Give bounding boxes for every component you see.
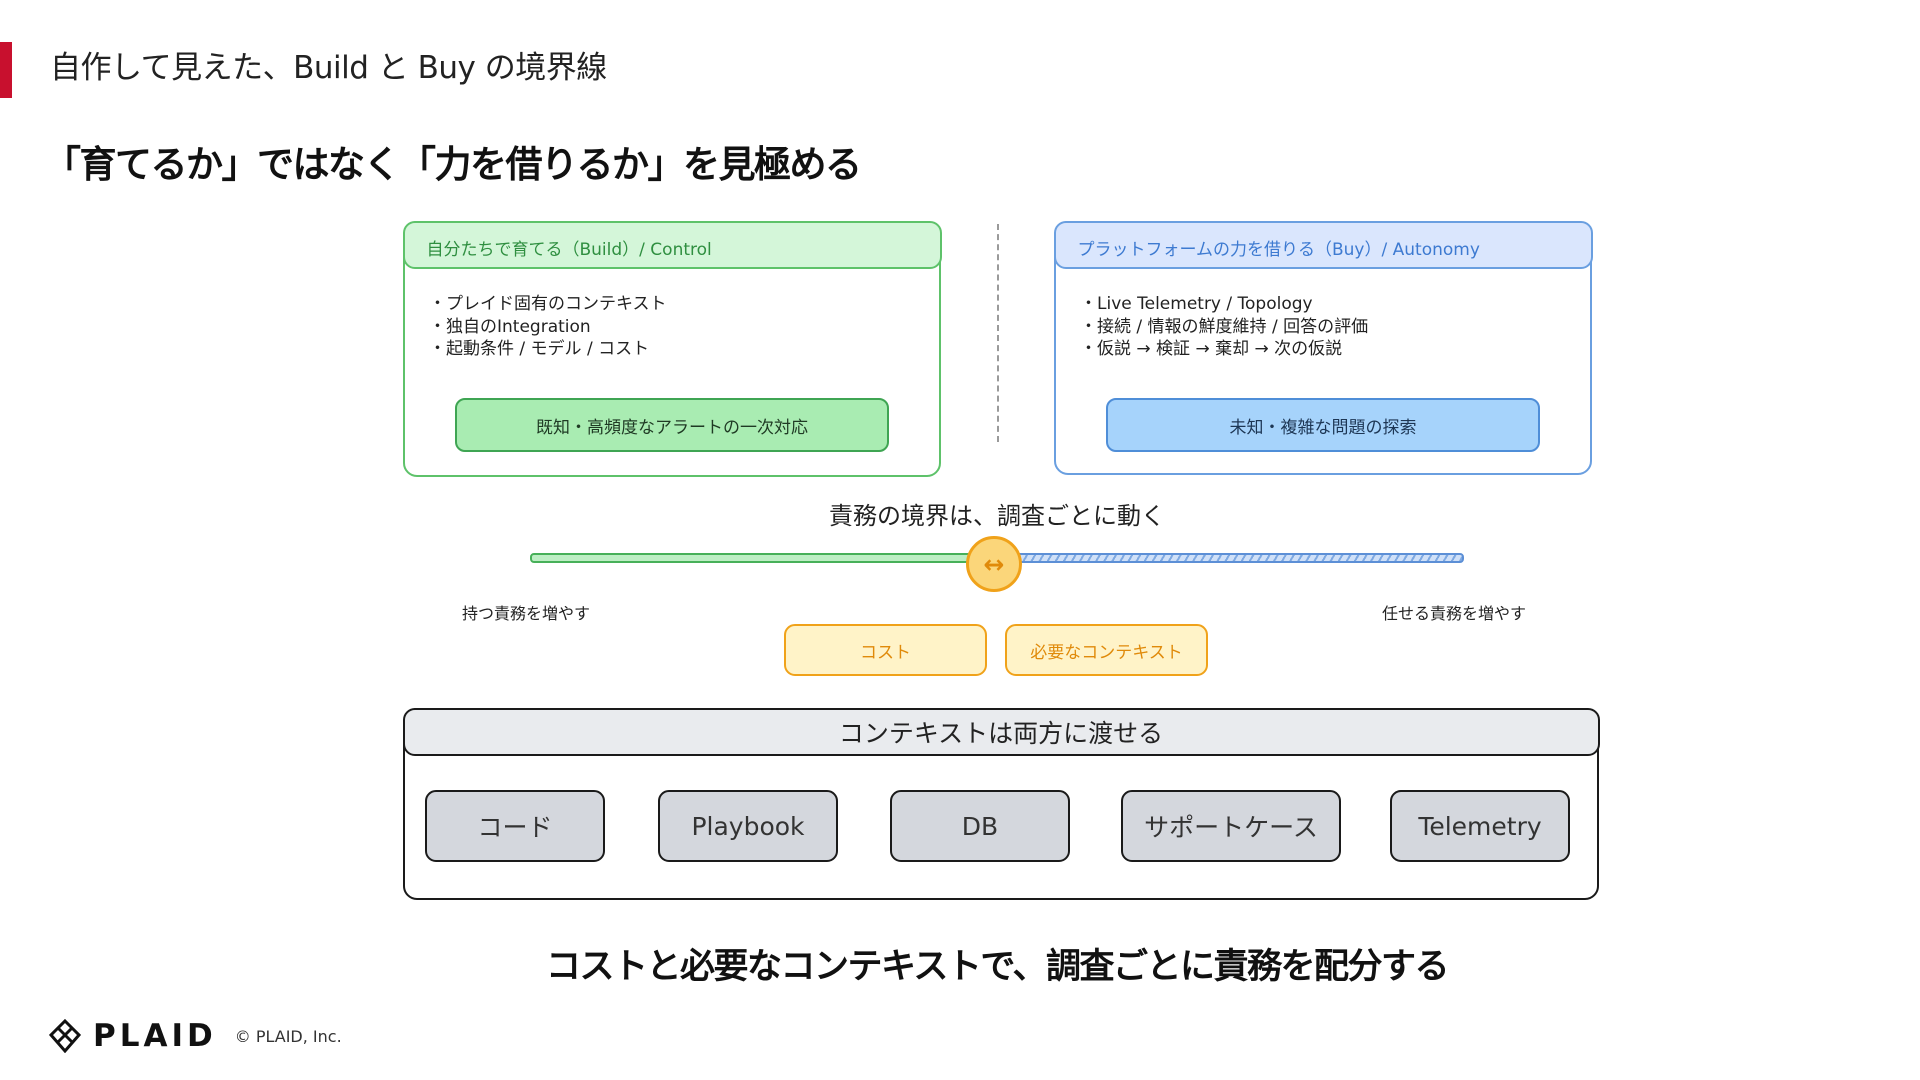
copyright: © PLAID, Inc. xyxy=(234,1026,342,1046)
source-code: コード xyxy=(425,790,605,862)
build-panel-title: 自分たちで育てる（Build）/ Control xyxy=(402,220,942,269)
bottom-message: コストと必要なコンテキストで、調査ごとに責務を配分する xyxy=(545,947,1450,987)
buy-bullet: 接続 / 情報の鮮度維持 / 回答の評価 xyxy=(1080,316,1368,339)
buy-bullet: 仮説 → 検証 → 棄却 → 次の仮説 xyxy=(1080,338,1368,361)
source-db: DB xyxy=(890,790,1070,862)
slider-left-label: 持つ責務を増やす xyxy=(462,604,591,623)
panel-divider xyxy=(997,224,999,442)
context-box-title: コンテキストは両方に渡せる xyxy=(402,707,1600,756)
plaid-logo-text: PLAID xyxy=(93,1018,217,1054)
build-side-bar xyxy=(530,553,976,563)
plaid-logo-icon xyxy=(49,1019,81,1053)
slider-knob[interactable]: ↔ xyxy=(966,536,1022,592)
cost-chip: コスト xyxy=(784,624,987,676)
page-header-title: 自作して見えた、Build と Buy の境界線 xyxy=(50,50,607,86)
buy-panel-title: プラットフォームの力を借りる（Buy）/ Autonomy xyxy=(1053,220,1593,269)
source-telemetry: Telemetry xyxy=(1390,790,1570,862)
buy-bullet-list: Live Telemetry / Topology 接続 / 情報の鮮度維持 /… xyxy=(1080,293,1368,361)
buy-side-bar xyxy=(1010,553,1464,563)
buy-action-box: 未知・複雑な問題の探索 xyxy=(1106,398,1540,452)
main-heading: 「育てるか」ではなく「力を借りるか」を見極める xyxy=(44,143,862,186)
double-arrow-icon: ↔ xyxy=(983,549,1005,579)
build-panel: 自分たちで育てる（Build）/ Control プレイド固有のコンテキスト 独… xyxy=(402,220,942,477)
source-support-case: サポートケース xyxy=(1121,790,1341,862)
boundary-caption: 責務の境界は、調査ごとに動く xyxy=(829,502,1165,530)
source-playbook: Playbook xyxy=(658,790,838,862)
buy-bullet: Live Telemetry / Topology xyxy=(1080,293,1368,316)
footer: PLAID © PLAID, Inc. xyxy=(49,1018,342,1054)
build-action-box: 既知・高頻度なアラートの一次対応 xyxy=(455,398,889,452)
responsibility-slider[interactable]: ↔ xyxy=(530,536,1464,592)
build-bullet: 起動条件 / モデル / コスト xyxy=(429,338,667,361)
build-bullet: 独自のIntegration xyxy=(429,316,667,339)
build-bullet-list: プレイド固有のコンテキスト 独自のIntegration 起動条件 / モデル … xyxy=(429,293,667,361)
accent-bar xyxy=(0,42,12,98)
build-bullet: プレイド固有のコンテキスト xyxy=(429,293,667,316)
context-box: コンテキストは両方に渡せる コード Playbook DB サポートケース Te… xyxy=(402,707,1600,900)
slider-right-label: 任せる責務を増やす xyxy=(1382,604,1527,623)
buy-panel: プラットフォームの力を借りる（Buy）/ Autonomy Live Telem… xyxy=(1053,220,1593,475)
context-chip: 必要なコンテキスト xyxy=(1005,624,1208,676)
